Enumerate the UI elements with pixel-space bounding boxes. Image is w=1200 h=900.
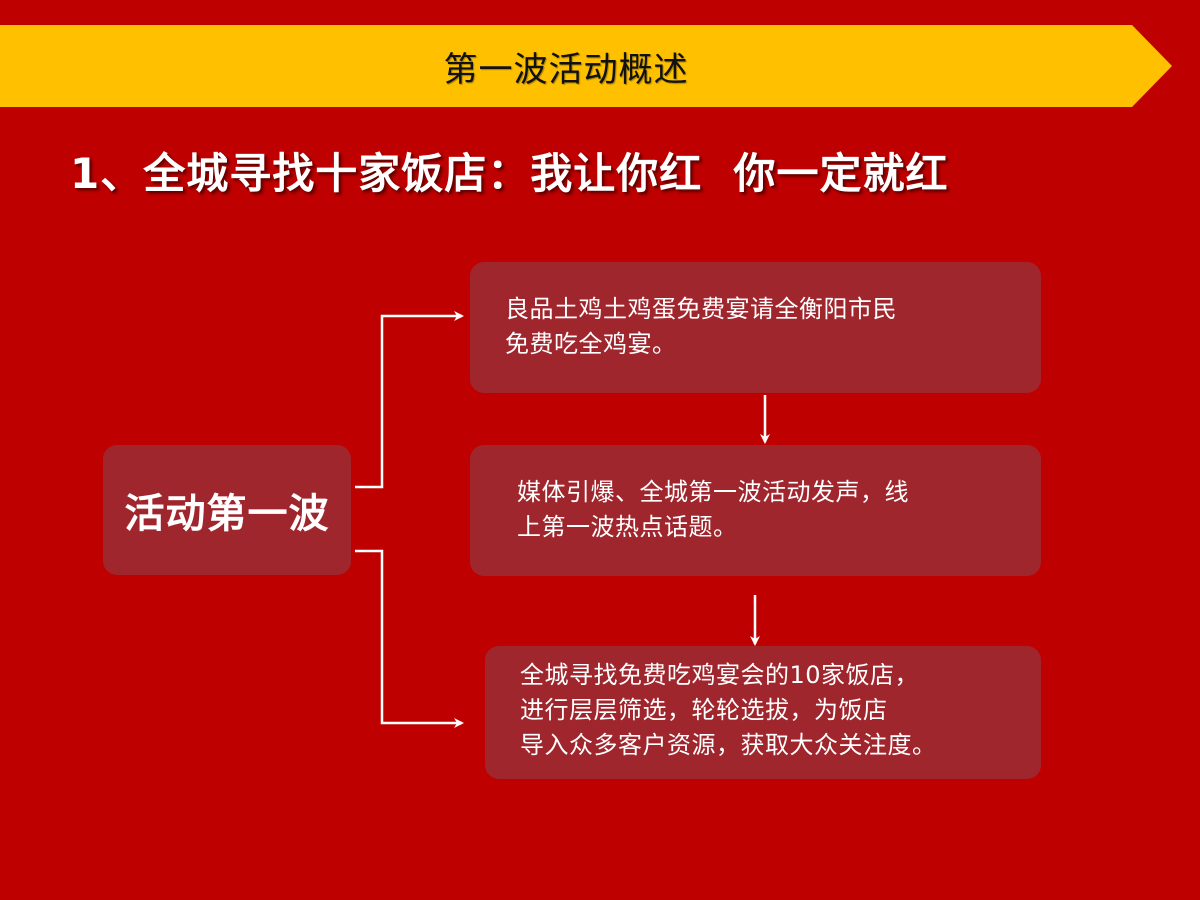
step-node-1-text: 良品土鸡土鸡蛋免费宴请全衡阳市民 免费吃全鸡宴。 xyxy=(505,295,897,358)
step-node-3-text: 全城寻找免费吃鸡宴会的10家饭店， 进行层层筛选，轮轮选拔，为饭店 导入众多客户… xyxy=(520,661,937,759)
step-node-1: 良品土鸡土鸡蛋免费宴请全衡阳市民 免费吃全鸡宴。 xyxy=(470,262,1041,393)
step-node-2-text: 媒体引爆、全城第一波活动发声，线 上第一波热点话题。 xyxy=(517,478,909,541)
title-banner: 第一波活动概述 xyxy=(0,25,1172,107)
step-node-3: 全城寻找免费吃鸡宴会的10家饭店， 进行层层筛选，轮轮选拔，为饭店 导入众多客户… xyxy=(485,646,1041,779)
section-heading: 1、全城寻找十家饭店：我让你红 你一定就红 xyxy=(70,149,949,198)
page-title: 第一波活动概述 xyxy=(443,49,689,90)
root-node-label: 活动第一波 xyxy=(124,491,330,537)
step-node-2: 媒体引爆、全城第一波活动发声，线 上第一波热点话题。 xyxy=(470,445,1041,576)
arrow-right-icon xyxy=(355,549,464,728)
root-node: 活动第一波 xyxy=(103,445,351,575)
arrow-right-icon xyxy=(355,311,464,489)
